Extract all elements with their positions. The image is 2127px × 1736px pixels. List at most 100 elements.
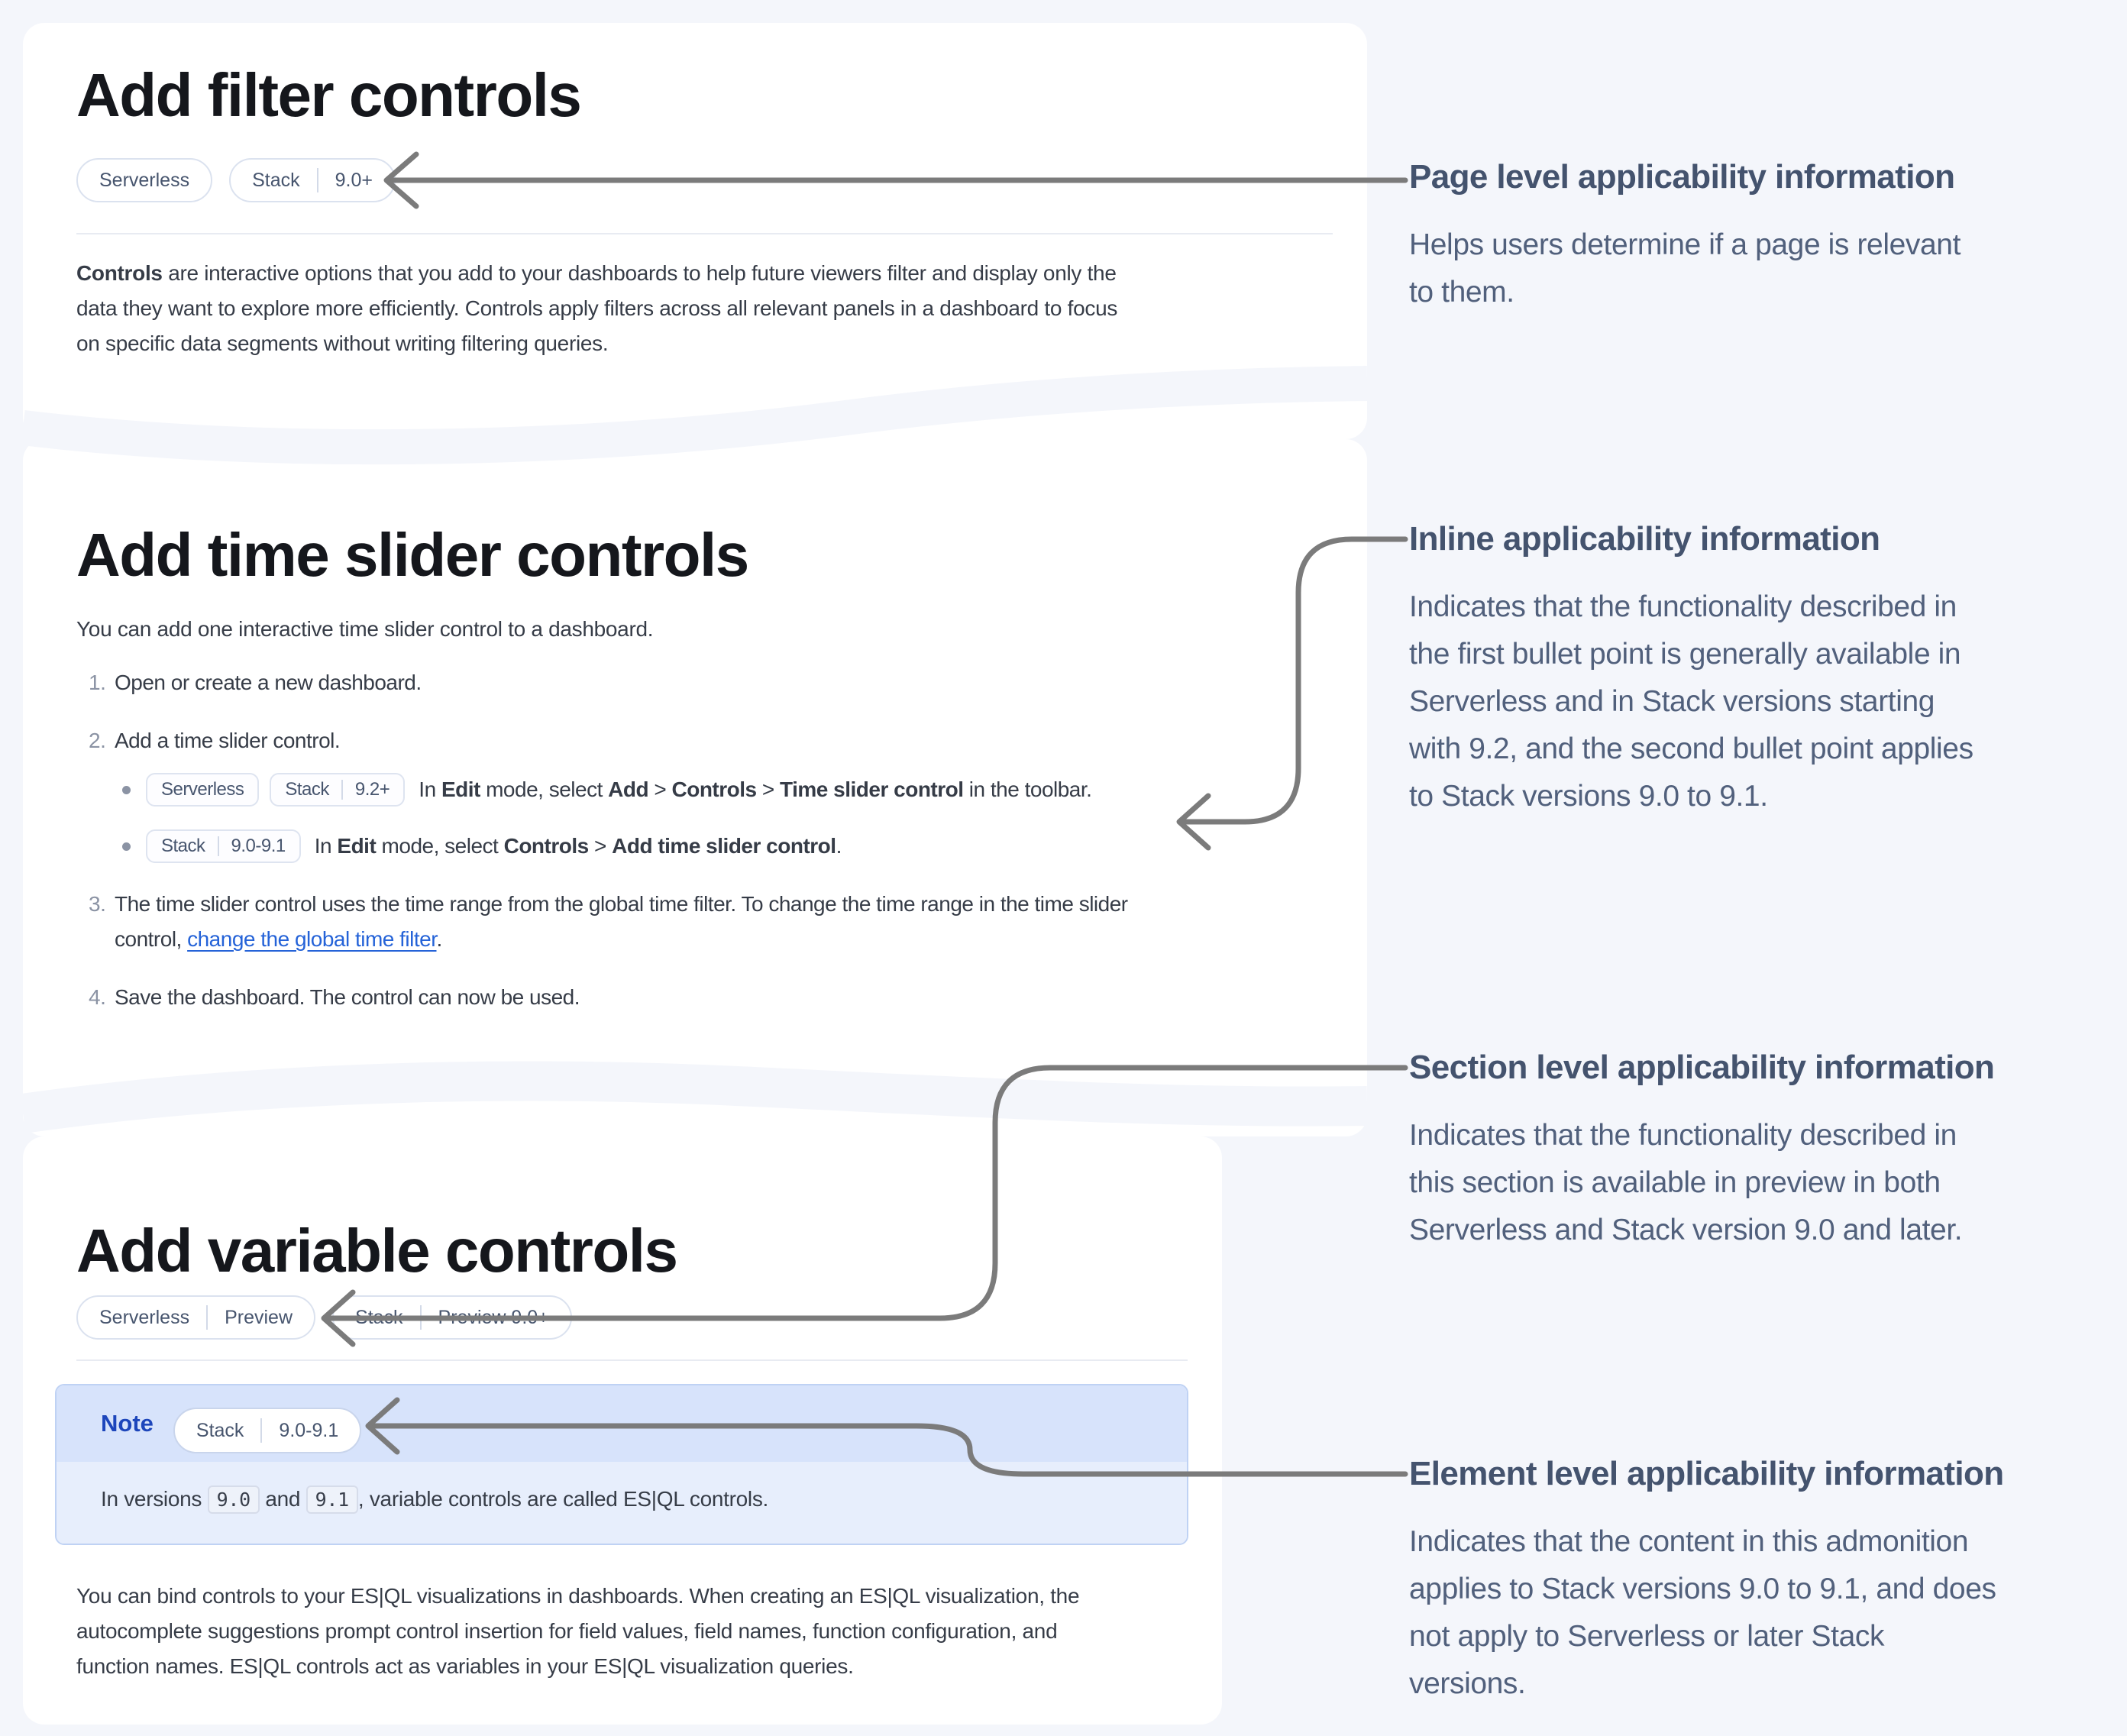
step-text: Open or create a new dashboard. [115,665,1333,700]
annotation-body: Indicates that the functionality describ… [1409,590,1973,813]
page-title: Add filter controls [76,61,582,129]
badge-divider [419,1305,422,1330]
step-number: 4. [89,985,106,1009]
divider [76,1359,1188,1361]
divider [76,233,1333,234]
annotation-page-level: Page level applicability information Hel… [1409,160,2127,316]
time-slider-section-card: Add time slider controls You can add one… [23,439,1367,1136]
badge-divider [206,1305,208,1330]
text-segment: Save the dashboard. The control can now … [115,985,580,1009]
badge-part: Stack [252,169,300,191]
badge-part: 9.0+ [335,169,373,191]
text-segment: Time slider control [780,777,964,801]
text-segment: control, [115,927,188,951]
step-item: 4. Save the dashboard. The control can no… [89,980,1333,1015]
text-segment: mode, select [480,777,609,801]
text-segment: . [836,834,842,858]
text-segment: Open or create a new dashboard. [115,671,422,694]
bullet-text: In Edit mode, select Controls > Add time… [315,829,842,864]
badge-part: Preview 9.0+ [438,1306,549,1328]
text-segment: > [756,777,781,801]
badge-part: Stack [285,779,329,800]
annotation-body: Indicates that the functionality describ… [1409,1119,1963,1246]
step-line: Save the dashboard. The control can now … [115,980,1333,1015]
text-segment: Controls [671,777,758,801]
list-item: Stack 9.0-9.1 In Edit mode, select Control… [122,829,1333,864]
badge-part: 9.0-9.1 [279,1419,339,1441]
text-segment: > [588,834,613,858]
badge-part: 9.0-9.1 [231,836,286,856]
text-segment: The time slider control uses the time ra… [115,892,1128,916]
note-applicability-badge: Stack 9.0-9.1 [173,1408,362,1453]
step-line: Open or create a new dashboard. [115,665,1333,700]
step-item: 3. The time slider control uses the time … [89,887,1333,957]
step-number: 1. [89,671,106,694]
step-number: 3. [89,892,106,916]
section-title: Add variable controls [76,1217,678,1285]
text-segment: Controls [503,834,590,858]
text-segment: In [419,777,441,801]
paragraph-text: are interactive options that you add to … [76,261,1118,355]
intro-paragraph: Controls are interactive options that yo… [76,256,1333,361]
text-segment: in the toolbar. [963,777,1092,801]
badge-divider [316,168,318,192]
note-label: Note [101,1410,154,1437]
text-segment: Add time slider control [612,834,836,858]
badge-divider [260,1418,263,1443]
applicability-badge: Stack 9.0-9.1 [173,1408,362,1453]
note-admonition: Note Stack 9.0-9.1 In versions 9.0 and 9.… [55,1384,1188,1545]
annotation-heading: Element level applicability information [1409,1455,2004,1492]
applicability-badge: Serverless [76,158,213,202]
ordered-step-list: 1. Open or create a new dashboard. 2. Add a… [76,665,1333,1015]
section-title: Add time slider controls [76,521,749,589]
annotation-heading: Inline applicability information [1409,520,1880,558]
text-segment: > [648,777,672,801]
page-applicability-badges: Serverless Stack 9.0+ [76,158,1333,202]
step-number: 2. [89,729,106,752]
step-text: Save the dashboard. The control can now … [115,980,1333,1015]
badge-part: Stack [161,836,205,856]
badge-part: Serverless [99,169,190,191]
annotation-body: Indicates that the content in this admon… [1409,1525,1996,1700]
note-header: Note Stack 9.0-9.1 [57,1385,1187,1462]
step-text: The time slider control uses the time ra… [115,887,1333,957]
code-chip: 9.1 [305,1485,358,1514]
bullet-text: In Edit mode, select Add > Controls > Ti… [419,772,1092,807]
step-item: 1. Open or create a new dashboard. [89,665,1333,700]
badge-divider [217,836,219,856]
badge-part: Serverless [99,1306,190,1328]
applicability-badge: Stack 9.0-9.1 [146,829,301,863]
applicability-badge: Stack Preview 9.0+ [332,1295,572,1340]
text-segment: mode, select [376,834,504,858]
badge-part: Stack [355,1306,403,1328]
annotation-heading: Section level applicability information [1409,1049,1995,1086]
text-segment: and [259,1487,306,1511]
badge-part: Serverless [161,779,244,800]
body-paragraph: You can bind controls to your ES|QL visu… [76,1584,1080,1678]
text-segment: Edit [441,777,480,801]
code-chip: 9.0 [207,1485,260,1514]
annotation-body: Helps users determine if a page is relev… [1409,228,1961,309]
text-segment: . [436,927,443,951]
badge-part: Stack [196,1419,244,1441]
annotation-inline: Inline applicability information Indicat… [1409,522,2127,820]
global-time-filter-link[interactable]: change the global time filter [187,927,437,951]
section-intro: You can add one interactive time slider … [76,617,654,641]
text-segment: In versions [101,1487,208,1511]
applicability-badge: Serverless [146,773,260,807]
bullet-dot [122,785,131,794]
step-line: The time slider control uses the time ra… [115,887,1333,957]
text-segment: Add [608,777,649,801]
badge-divider [341,780,343,800]
text-segment: , variable controls are called ES|QL con… [357,1487,769,1511]
step-line: Add a time slider control. [115,723,1333,758]
annotation-heading: Page level applicability information [1409,158,1955,196]
inline-applicability-badges: Stack 9.0-9.1 [146,829,301,863]
